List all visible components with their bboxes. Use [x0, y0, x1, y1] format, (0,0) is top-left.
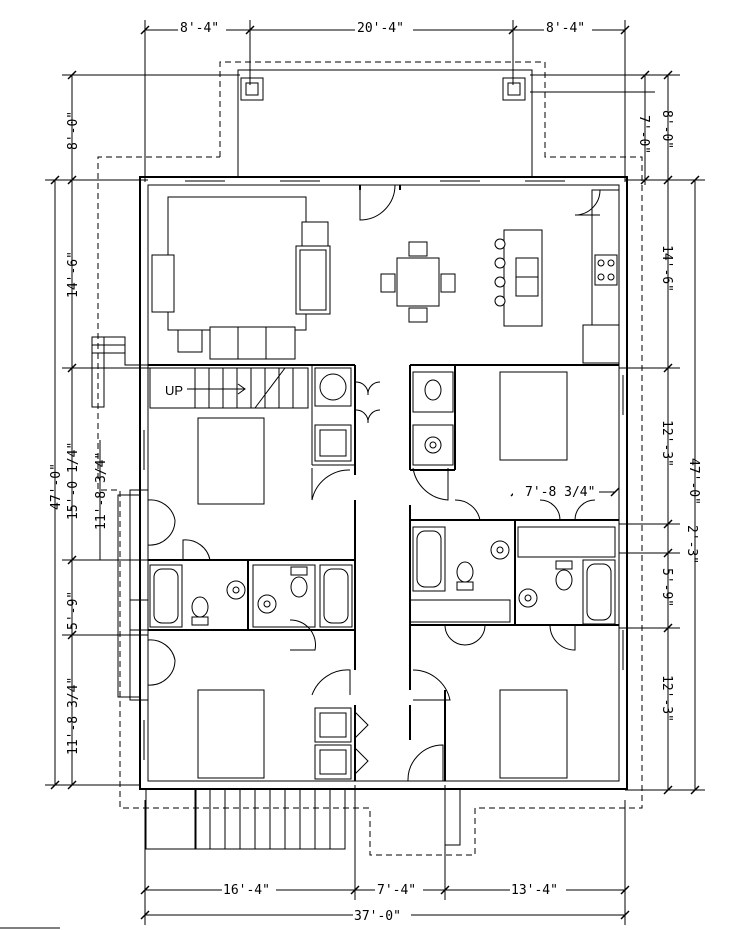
dim-bottom-total: 37'-0" — [354, 909, 401, 924]
sofa-right — [295, 245, 331, 315]
dim-top-left: 8'-4" — [180, 21, 219, 36]
rear-steps — [145, 788, 461, 850]
bathroom-fixtures — [149, 371, 616, 628]
rug — [167, 196, 307, 331]
end-table — [177, 329, 203, 353]
bed-bottom-left — [197, 689, 265, 779]
dim-left-bedroom-lower: 11'-8 3/4" — [66, 677, 81, 755]
stair-label: UP — [165, 383, 183, 398]
dim-bottom-right: 13'-4" — [511, 883, 558, 898]
dim-top-right: 8'-4" — [546, 21, 585, 36]
dim-closet: 7'-8 3/4" — [525, 485, 595, 500]
dim-right-total: 47'-0" — [686, 458, 701, 505]
dim-right-porch: 8'-0" — [659, 110, 674, 149]
dim-left-total: 47'-0" — [49, 463, 64, 510]
living-room — [151, 196, 331, 360]
dim-right-bedroom-upper: 12'-3" — [659, 420, 674, 467]
doors — [147, 184, 601, 782]
stairs — [91, 336, 309, 409]
left-side-closets — [117, 489, 148, 701]
dim-right-closet: 2'-3" — [684, 525, 699, 564]
dim-right-kitchen: 14'-6" — [659, 245, 674, 292]
side-table — [301, 221, 329, 247]
dim-right-porch-inner: 7'-0" — [636, 115, 651, 154]
porch-post-right — [502, 77, 526, 101]
dim-right-bath: 5'-9" — [659, 568, 674, 607]
dim-left-bedroom-inner: 11'-8 3/4" — [94, 452, 109, 530]
dining-table — [396, 257, 440, 307]
dim-bottom-middle: 7'-4" — [377, 883, 416, 898]
exterior-walls — [139, 176, 628, 790]
dining-set — [380, 241, 456, 323]
fridge — [582, 324, 620, 364]
porch-post-left — [240, 77, 264, 101]
tv-console — [151, 254, 175, 313]
bed-bottom-right — [499, 689, 568, 779]
bed-top-right — [499, 371, 568, 461]
dim-top-middle: 20'-4" — [357, 21, 404, 36]
dim-left-porch: 8'-0" — [66, 111, 81, 150]
dim-left-living: 14'-6" — [66, 251, 81, 298]
top-porch — [237, 69, 533, 177]
dim-left-bedroom-upper: 15'-0 1/4" — [66, 442, 81, 520]
kitchen-island — [503, 229, 543, 327]
counter — [591, 189, 620, 326]
laundry — [311, 365, 355, 466]
sofa-bottom — [209, 326, 296, 360]
dim-bottom-left: 16'-4" — [223, 883, 270, 898]
dim-right-bedroom-lower: 12'-3" — [659, 675, 674, 722]
range — [594, 254, 618, 286]
roof-outline — [97, 61, 643, 856]
dim-left-bath: 5'-9" — [66, 591, 81, 630]
kitchen — [494, 189, 620, 364]
windows — [143, 180, 624, 760]
bed-top-left — [197, 417, 265, 505]
hall-closets — [314, 707, 369, 780]
